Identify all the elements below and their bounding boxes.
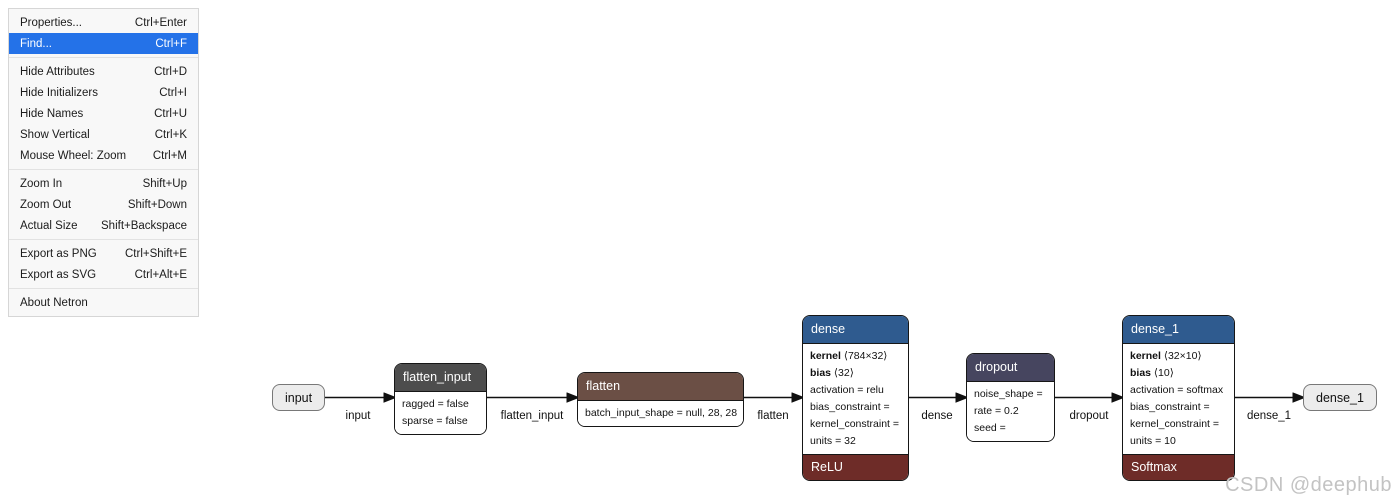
- node-dense-1[interactable]: dense_1 kernel ⟨32×10⟩ bias ⟨10⟩ activat…: [1122, 315, 1235, 481]
- attr-line: kernel ⟨784×32⟩: [810, 350, 888, 362]
- menu-separator: [9, 288, 198, 289]
- menu-item-shortcut: Shift+Backspace: [101, 219, 187, 232]
- menu-item-shortcut: Shift+Down: [127, 198, 187, 211]
- edge-label-input: input: [345, 410, 371, 422]
- menu-item-label: Show Vertical: [20, 128, 90, 141]
- node-activation-badge: ReLU: [803, 454, 908, 480]
- node-dropout[interactable]: dropout noise_shape = rate = 0.2 seed =: [966, 353, 1055, 442]
- attr-line: rate = 0.2: [974, 405, 1019, 417]
- node-attributes: kernel ⟨32×10⟩ bias ⟨10⟩ activation = so…: [1123, 343, 1234, 454]
- attr-line: kernel_constraint =: [810, 418, 900, 430]
- menu-item-shortcut: Ctrl+U: [154, 107, 187, 120]
- node-input[interactable]: input: [272, 384, 326, 411]
- menu-item-shortcut: Ctrl+M: [152, 149, 187, 162]
- menu-item-shortcut: Ctrl+F: [155, 37, 187, 50]
- menu-item-label: Export as SVG: [20, 268, 97, 281]
- attr-line: sparse = false: [402, 415, 468, 427]
- menu-item-label: Zoom In: [20, 177, 63, 190]
- node-flatten[interactable]: flatten batch_input_shape = null, 28, 28: [577, 372, 744, 427]
- attr-line: bias ⟨32⟩: [810, 367, 854, 379]
- attr-line: kernel ⟨32×10⟩: [1130, 350, 1202, 362]
- menu-item-shortcut: Ctrl+Alt+E: [134, 268, 187, 281]
- menu-item-label: Hide Names: [20, 107, 84, 120]
- menu-item-label: About Netron: [20, 296, 88, 309]
- menu-item-hide-initializers[interactable]: Hide Initializers Ctrl+I: [9, 82, 198, 103]
- menu-item-hide-attributes[interactable]: Hide Attributes Ctrl+D: [9, 61, 198, 82]
- node-input-label: input: [285, 390, 313, 405]
- context-menu: Properties... Ctrl+Enter Find... Ctrl+F …: [8, 8, 199, 317]
- attr-line: noise_shape =: [974, 388, 1043, 400]
- menu-item-label: Export as PNG: [20, 247, 97, 260]
- node-attributes: ragged = false sparse = false: [395, 391, 486, 434]
- edge-label-flatten: flatten: [757, 410, 789, 422]
- attr-line: batch_input_shape = null, 28, 28: [585, 407, 738, 419]
- attr-line: activation = softmax: [1130, 384, 1224, 396]
- menu-item-hide-names[interactable]: Hide Names Ctrl+U: [9, 103, 198, 124]
- edge-label-flatten-input: flatten_input: [500, 410, 564, 422]
- menu-item-label: Mouse Wheel: Zoom: [20, 149, 127, 162]
- menu-item-label: Find...: [20, 37, 52, 50]
- menu-item-about-netron[interactable]: About Netron: [9, 292, 198, 313]
- attr-line: bias_constraint =: [1130, 401, 1210, 413]
- menu-item-zoom-in[interactable]: Zoom In Shift+Up: [9, 173, 198, 194]
- menu-item-zoom-out[interactable]: Zoom Out Shift+Down: [9, 194, 198, 215]
- menu-item-shortcut: Ctrl+D: [154, 65, 187, 78]
- attr-line: activation = relu: [810, 384, 884, 396]
- menu-separator: [9, 57, 198, 58]
- node-title: flatten: [578, 373, 743, 400]
- edge-label-dense: dense: [921, 410, 953, 422]
- node-flatten-input[interactable]: flatten_input ragged = false sparse = fa…: [394, 363, 487, 435]
- edge-label-dropout: dropout: [1069, 410, 1109, 422]
- menu-item-shortcut: Ctrl+K: [154, 128, 187, 141]
- menu-item-shortcut: Shift+Up: [142, 177, 187, 190]
- menu-item-label: Zoom Out: [20, 198, 72, 211]
- menu-item-shortcut: Ctrl+I: [159, 86, 187, 99]
- menu-item-properties[interactable]: Properties... Ctrl+Enter: [9, 12, 198, 33]
- node-title: dropout: [967, 354, 1054, 381]
- menu-item-actual-size[interactable]: Actual Size Shift+Backspace: [9, 215, 198, 236]
- node-attributes: noise_shape = rate = 0.2 seed =: [967, 381, 1054, 441]
- attr-line: seed =: [974, 422, 1006, 434]
- menu-item-mouse-wheel-zoom[interactable]: Mouse Wheel: Zoom Ctrl+M: [9, 145, 198, 166]
- menu-item-export-png[interactable]: Export as PNG Ctrl+Shift+E: [9, 243, 198, 264]
- node-title: dense_1: [1123, 316, 1234, 343]
- attr-line: bias ⟨10⟩: [1130, 367, 1174, 379]
- menu-item-label: Hide Initializers: [20, 86, 98, 99]
- node-attributes: batch_input_shape = null, 28, 28: [578, 400, 743, 426]
- watermark: CSDN @deephub: [1225, 474, 1392, 496]
- menu-item-shortcut: Ctrl+Enter: [134, 16, 187, 29]
- menu-separator: [9, 169, 198, 170]
- attr-line: bias_constraint =: [810, 401, 890, 413]
- menu-item-label: Actual Size: [20, 219, 78, 232]
- menu-item-shortcut: Ctrl+Shift+E: [125, 247, 187, 260]
- attr-line: units = 32: [810, 435, 856, 447]
- menu-item-label: Properties...: [20, 16, 82, 29]
- node-title: flatten_input: [395, 364, 486, 391]
- node-output-label: dense_1: [1316, 390, 1364, 405]
- node-dense[interactable]: dense kernel ⟨784×32⟩ bias ⟨32⟩ activati…: [802, 315, 909, 481]
- attr-line: kernel_constraint =: [1130, 418, 1220, 430]
- node-activation-badge: Softmax: [1123, 454, 1234, 480]
- menu-item-export-svg[interactable]: Export as SVG Ctrl+Alt+E: [9, 264, 198, 285]
- attr-line: units = 10: [1130, 435, 1176, 447]
- menu-item-label: Hide Attributes: [20, 65, 95, 78]
- attr-line: ragged = false: [402, 398, 469, 410]
- node-attributes: kernel ⟨784×32⟩ bias ⟨32⟩ activation = r…: [803, 343, 908, 454]
- node-title: dense: [803, 316, 908, 343]
- edge-label-dense-1: dense_1: [1246, 410, 1292, 422]
- node-output-dense-1[interactable]: dense_1: [1303, 384, 1377, 411]
- menu-separator: [9, 239, 198, 240]
- menu-item-show-vertical[interactable]: Show Vertical Ctrl+K: [9, 124, 198, 145]
- menu-item-find[interactable]: Find... Ctrl+F: [9, 33, 198, 54]
